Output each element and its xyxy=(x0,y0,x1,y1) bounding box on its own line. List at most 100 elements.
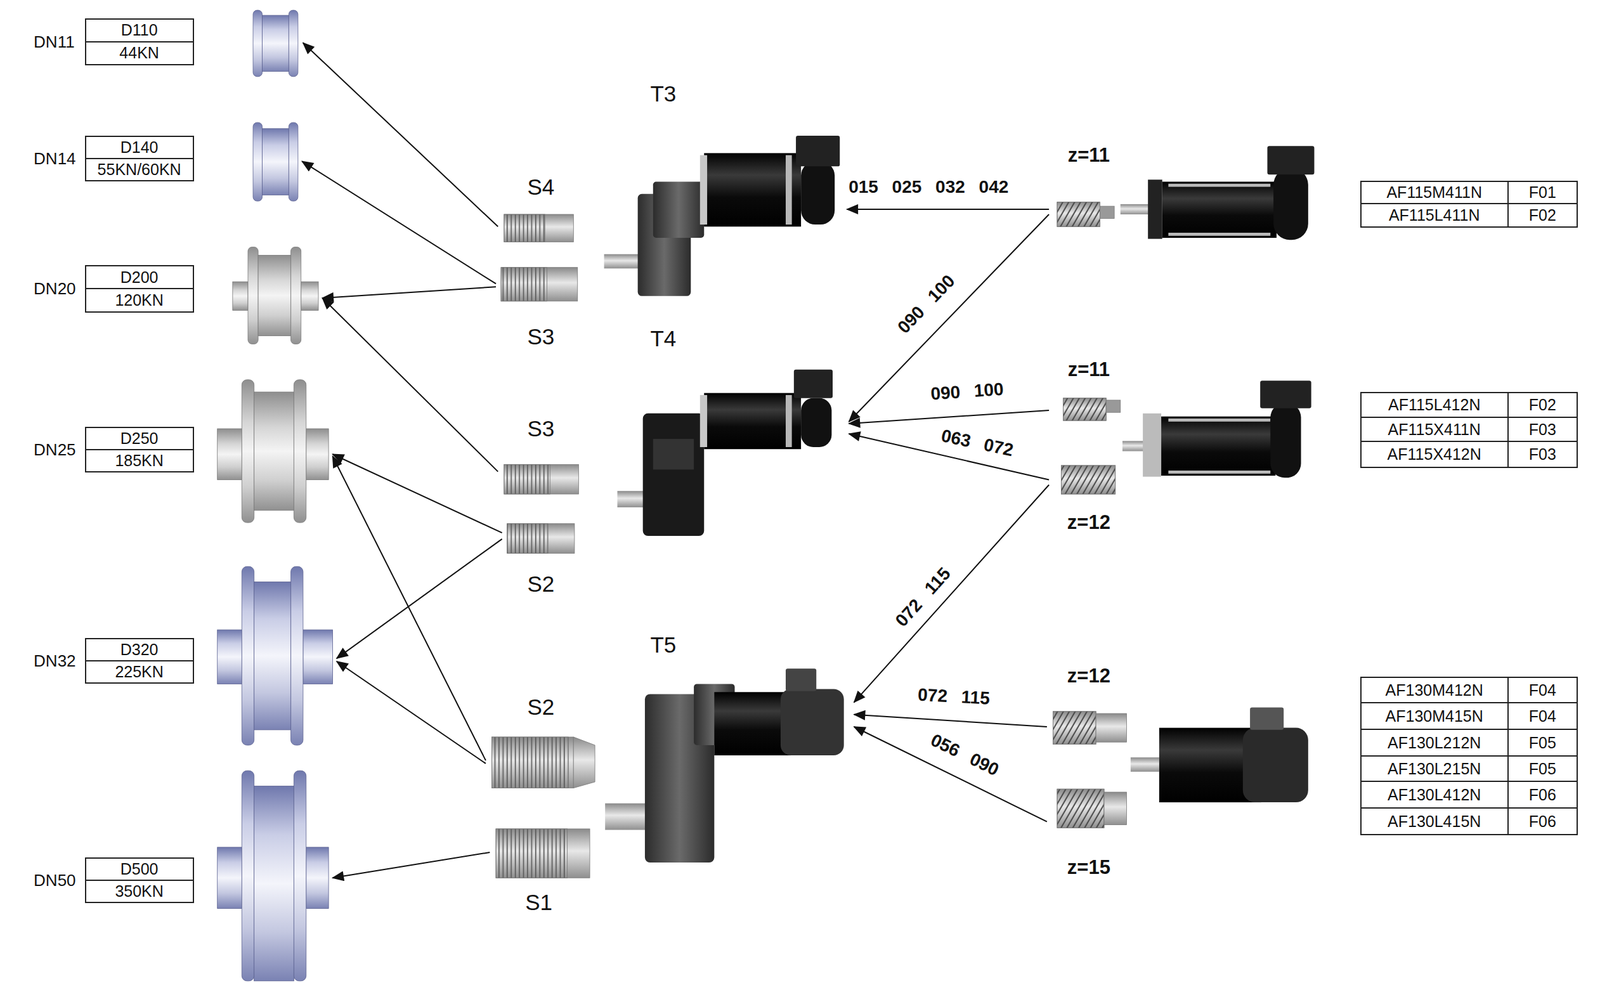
part-name: T4 xyxy=(650,326,677,352)
pinion-node: z=12 xyxy=(1047,661,1133,749)
shaft-drawing xyxy=(507,523,575,554)
model-code: F05 xyxy=(1528,734,1557,751)
pinion-node: z=12 xyxy=(1048,461,1129,540)
table-cell: F05 xyxy=(1507,728,1578,757)
table-cell: F03 xyxy=(1507,440,1578,468)
pinion-drawing xyxy=(1053,711,1097,745)
pinion-drawing xyxy=(1105,400,1121,413)
part-name: S3 xyxy=(526,324,555,350)
rating-row: 185KN xyxy=(86,448,193,472)
shaft-drawing xyxy=(504,464,579,495)
arrow-connector xyxy=(847,208,1050,210)
rating-row: D500 xyxy=(86,858,193,880)
shaft-drawing xyxy=(492,214,596,878)
model-code: AF130M412N xyxy=(1385,682,1484,699)
label-line: S2 xyxy=(526,695,555,720)
arrow-connector xyxy=(849,214,1049,422)
servo-motor-drawing xyxy=(1267,145,1314,175)
wheel-drawing xyxy=(253,122,262,202)
arrow-connector xyxy=(322,286,496,299)
arrow-connector xyxy=(332,454,503,533)
servo-motor-drawing xyxy=(1142,413,1162,477)
node-label: S1 xyxy=(525,890,553,916)
label-line: S4 xyxy=(526,174,555,200)
table-cell: F02 xyxy=(1507,391,1578,418)
rating-row: D250 xyxy=(86,428,193,449)
model-code: F04 xyxy=(1528,682,1557,699)
model-code: F06 xyxy=(1528,813,1557,830)
size-label: DN50 xyxy=(33,871,76,889)
table-cell: AF115L412N xyxy=(1360,391,1509,418)
wheel-drawing xyxy=(217,428,243,480)
gearmotor-drawing xyxy=(785,155,793,225)
node-label: T3 xyxy=(650,81,677,107)
ratio-text: 015 025 032 042 xyxy=(848,176,1009,197)
rating-box: D320225KN xyxy=(84,637,195,684)
model-code: F03 xyxy=(1528,421,1557,438)
table-cell: AF115L411N xyxy=(1360,202,1509,228)
wheel-drawing xyxy=(217,566,333,981)
model-code: AF115M411N xyxy=(1386,184,1483,201)
ratio-label: 090 100 xyxy=(928,379,1007,404)
wheel-drawing xyxy=(247,247,259,345)
gearmotor-drawing xyxy=(653,182,704,239)
pinion-drawing xyxy=(1104,792,1127,826)
gearmotor-drawing xyxy=(795,135,840,167)
table-cell: AF130L415N xyxy=(1360,807,1509,836)
gearmotor-drawing xyxy=(800,161,835,225)
wheel-drawing xyxy=(241,566,254,746)
rating-box: D11044KN xyxy=(84,18,195,66)
label-line: z=11 xyxy=(1067,358,1110,381)
rating-row: 44KN xyxy=(86,41,193,65)
rating-text: D250 xyxy=(120,430,159,447)
gearmotor-drawing xyxy=(604,135,845,863)
part-name: z=12 xyxy=(1067,511,1111,534)
pinion-drawing xyxy=(1053,711,1097,745)
model-code: F05 xyxy=(1528,760,1557,777)
part-name: T5 xyxy=(650,632,677,658)
model-code: AF130L415N xyxy=(1387,813,1481,830)
rating-text: 120KN xyxy=(114,292,163,309)
gearmotor-node: T3 xyxy=(598,76,848,299)
rating-row: 120KN xyxy=(86,287,193,311)
wheel-node: DN25D250185KN xyxy=(28,377,333,526)
table-cell: F01 xyxy=(1507,180,1578,205)
servo-motor-drawing xyxy=(1273,168,1309,241)
rating-row: 225KN xyxy=(86,660,193,683)
gearmotor-drawing xyxy=(780,688,845,756)
pinion-drawing xyxy=(1057,788,1105,828)
shaft-node: S2 xyxy=(502,518,580,603)
servo-motor-drawing xyxy=(1130,757,1160,772)
ratio-label: 072 115 xyxy=(891,562,957,633)
size-text: DN50 xyxy=(33,871,76,889)
wheel-drawing xyxy=(291,247,302,345)
wheel-drawing xyxy=(254,391,295,511)
table-cell: F06 xyxy=(1507,780,1578,809)
part-name: z=12 xyxy=(1067,664,1111,687)
servo-motor-drawing xyxy=(1120,204,1150,215)
gearmotor-drawing xyxy=(785,668,817,691)
pinion-drawing xyxy=(1060,465,1115,495)
table-cell: F03 xyxy=(1507,416,1578,443)
node-label: z=15 xyxy=(1067,856,1111,879)
size-text: DN11 xyxy=(33,33,75,51)
servo-motor-drawing xyxy=(1162,182,1277,239)
servo-motor-drawing xyxy=(1168,183,1271,188)
size-text: DN14 xyxy=(33,150,76,167)
model-code: AF115L412N xyxy=(1388,396,1481,413)
wheel-drawing xyxy=(301,281,319,311)
wheel-drawing xyxy=(293,770,306,982)
table-cell: F02 xyxy=(1507,202,1578,228)
ratio-text: 056 090 xyxy=(927,730,1002,781)
table-cell: F06 xyxy=(1507,807,1578,836)
table-cell: F04 xyxy=(1507,702,1578,730)
model-code: AF115X412N xyxy=(1387,446,1482,463)
arrow-connector xyxy=(303,43,498,228)
gearmotor-drawing xyxy=(700,155,708,225)
arrow-connector xyxy=(332,852,491,878)
node-label: S3 xyxy=(526,416,555,442)
gearmotor-drawing xyxy=(703,393,801,450)
pinion-drawing xyxy=(1057,788,1105,828)
model-code: F03 xyxy=(1528,446,1557,463)
part-name: S2 xyxy=(526,695,555,720)
